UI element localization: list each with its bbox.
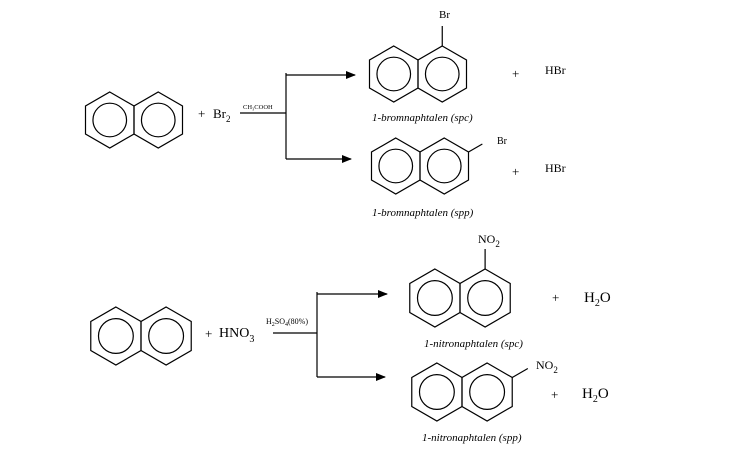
substituent-br-alpha: Br <box>439 9 450 21</box>
caption-alpha-nitro: 1-nitronaphtalen (spc) <box>424 338 523 350</box>
plus-sign: + <box>205 326 212 341</box>
reagent-br2: Br2 <box>213 106 231 124</box>
right-benzene-ring <box>459 268 511 328</box>
condition-h2so4: H2SO4(80%) <box>266 317 308 328</box>
naphthalene-1-bromo <box>368 26 468 103</box>
caption-alpha-bromo: 1-bromnaphtalen (spc) <box>372 112 473 124</box>
right-benzene-ring <box>140 306 192 366</box>
naphthalene-2-bromo <box>370 137 483 195</box>
aromatic-circle <box>467 280 504 317</box>
byproduct-hbr: HBr <box>545 161 566 175</box>
aromatic-circle <box>424 56 460 92</box>
byproduct-hbr: HBr <box>545 63 566 77</box>
naphthalene-reactant-1 <box>84 91 184 149</box>
byproduct-h2o: H2O <box>584 290 611 309</box>
plus-sign: + <box>551 387 558 402</box>
naphthalene-2-nitro <box>411 362 529 422</box>
substituent-bond <box>468 143 483 153</box>
substituent-no2-alpha: NO2 <box>478 232 500 249</box>
aromatic-circle <box>376 56 412 92</box>
reaction-2: + HNO3 H2SO4(80%) NO2 + H2O 1-nitronapht… <box>90 232 611 444</box>
aromatic-circle <box>97 318 134 355</box>
aromatic-circle <box>469 374 506 411</box>
reagent-hno3: HNO3 <box>219 326 254 345</box>
caption-beta-nitro: 1-nitronaphtalen (spp) <box>422 432 522 444</box>
aromatic-circle <box>416 280 453 317</box>
plus-sign: + <box>198 106 205 121</box>
right-benzene-ring <box>417 45 468 103</box>
plus-sign: + <box>512 66 519 81</box>
plus-sign: + <box>512 164 519 179</box>
aromatic-circle <box>148 318 185 355</box>
substituent-bond <box>511 367 529 379</box>
plus-sign: + <box>552 290 559 305</box>
naphthalene-1-nitro <box>409 249 511 328</box>
caption-beta-bromo: 1-bromnaphtalen (spp) <box>372 207 474 219</box>
aromatic-circle <box>140 102 176 138</box>
aromatic-circle <box>426 148 462 184</box>
right-benzene-ring <box>133 91 184 149</box>
substituent-no2-beta: NO2 <box>536 358 558 375</box>
byproduct-h2o: H2O <box>582 386 609 405</box>
aromatic-circle <box>92 102 128 138</box>
aromatic-circle <box>378 148 414 184</box>
aromatic-circle <box>418 374 455 411</box>
substituent-br-beta: Br <box>497 136 508 147</box>
reaction-1: + Br2 CH₃COOH Br + HBr 1-bromnaphtalen (… <box>84 9 566 219</box>
naphthalene-reactant-2 <box>90 306 192 366</box>
condition-ch3cooh: CH₃COOH <box>243 104 273 111</box>
